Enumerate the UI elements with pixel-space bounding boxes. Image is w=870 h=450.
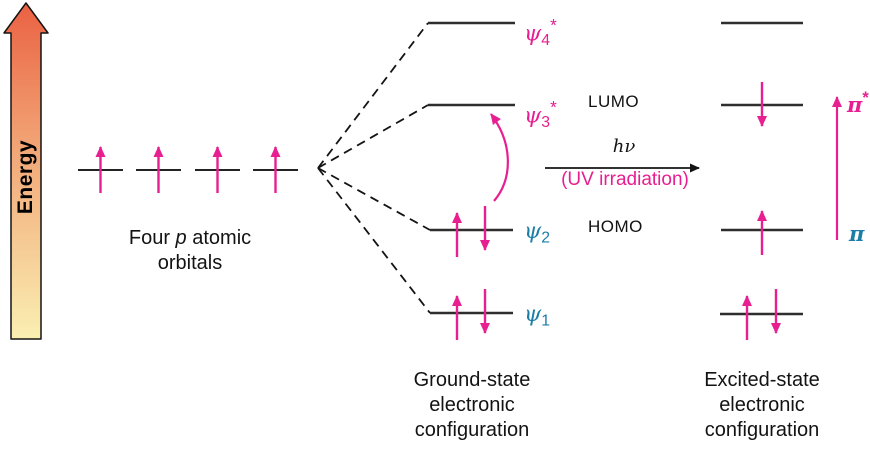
dashed-line-psi4 xyxy=(317,22,429,169)
lumo-label: LUMO xyxy=(588,92,640,111)
ground-state-caption: Ground-state electronic configuration xyxy=(377,368,567,443)
excited-state-caption-line3: configuration xyxy=(704,419,820,441)
excited-state-caption: Excited-state electronic configuration xyxy=(667,368,857,443)
energy-axis-label: Energy xyxy=(14,139,37,215)
pi-star-label: π* xyxy=(847,89,869,117)
dashed-line-psi2 xyxy=(317,167,431,231)
excited-state-caption-line2: electronic xyxy=(719,394,805,416)
ground-state-caption-line3: configuration xyxy=(414,419,530,441)
hv-label: hν xyxy=(612,136,636,157)
electron-promotion-arrow xyxy=(490,113,509,202)
psi2-label: ψ2 xyxy=(524,219,551,247)
energy-axis-arrow xyxy=(3,2,49,340)
psi4-label: ψ4* xyxy=(524,15,557,49)
ground-state-electrons xyxy=(452,206,490,340)
excited-state-levels xyxy=(720,21,803,316)
psi1-label: ψ1 xyxy=(524,302,551,330)
ground-state-levels xyxy=(428,21,515,315)
dashed-line-psi1 xyxy=(317,167,431,314)
ground-state-caption-line2: electronic xyxy=(429,394,515,416)
pi-label: π xyxy=(849,221,865,246)
p-orbital-electrons xyxy=(95,146,281,193)
atomic-orbitals-label-line1: Four p atomic xyxy=(128,227,252,249)
dashed-line-psi3 xyxy=(317,104,429,169)
uv-irradiation-label: (UV irradiation) xyxy=(561,169,689,190)
homo-label: HOMO xyxy=(588,217,643,236)
ground-state-caption-line1: Ground-state xyxy=(413,369,531,391)
excited-state-electrons xyxy=(742,82,781,340)
atomic-orbitals-label-line2: orbitals xyxy=(157,252,223,274)
atomic-orbitals-label: Four p atomic orbitals xyxy=(95,226,285,276)
correlation-dashed-lines xyxy=(317,22,431,314)
psi3-label: ψ3* xyxy=(524,97,557,131)
excited-state-caption-line1: Excited-state xyxy=(704,369,820,391)
